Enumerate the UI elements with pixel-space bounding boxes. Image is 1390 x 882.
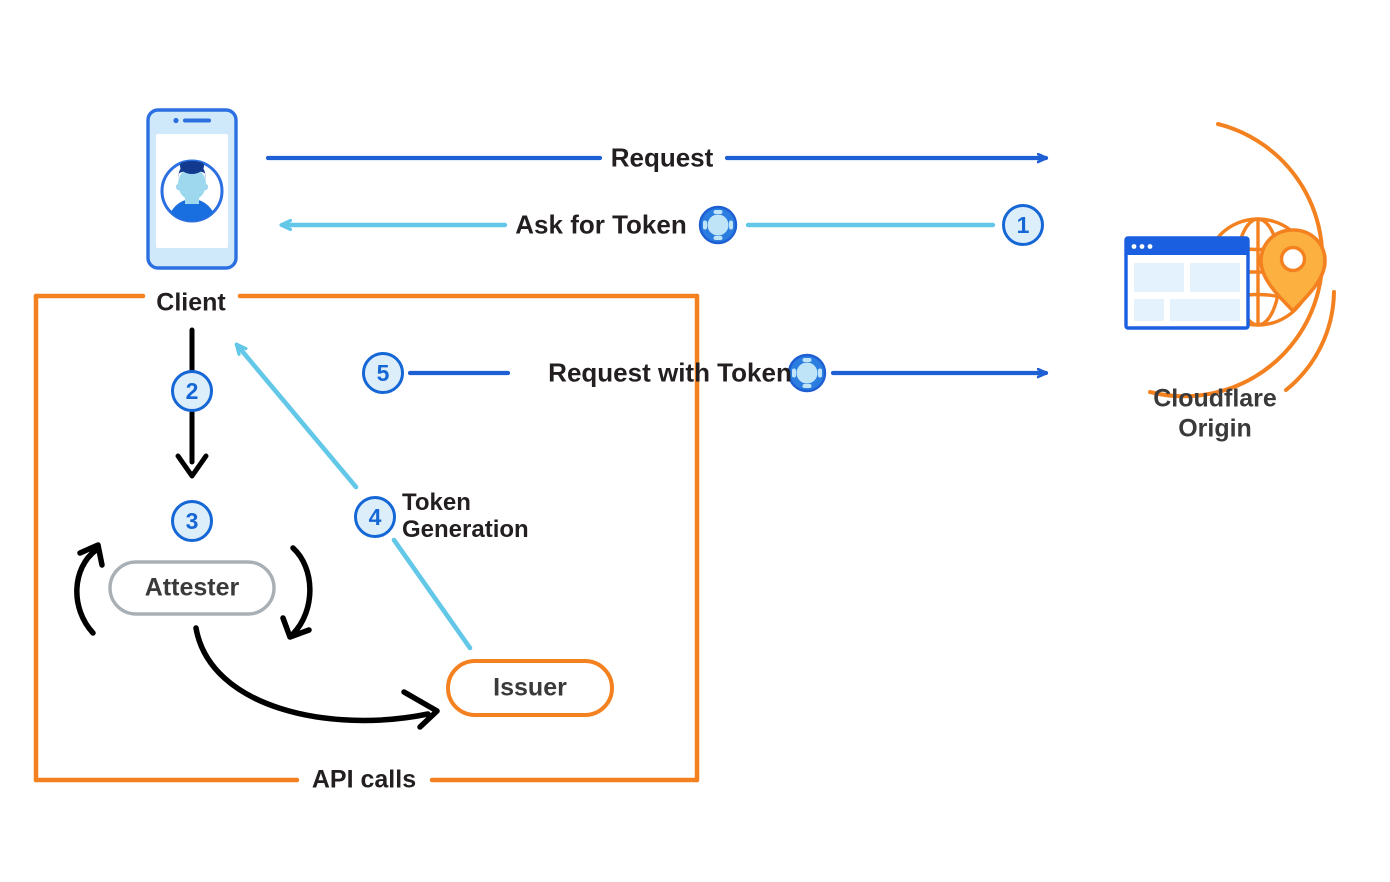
flow-label-request: Request xyxy=(610,142,714,173)
step-badge-2[interactable]: 2 xyxy=(171,370,213,412)
avatar-icon xyxy=(160,159,224,223)
browser-window-icon xyxy=(1124,236,1250,330)
node-issuer[interactable] xyxy=(446,659,614,717)
flow-client-to-attester-arrow xyxy=(175,327,209,479)
flow-attester-loop-arrows xyxy=(74,542,440,730)
node-label-cloudflare-line1: Cloudflare xyxy=(1153,384,1277,413)
flow-label-ask-for-token: Ask for Token xyxy=(515,209,687,240)
map-pin-icon xyxy=(1259,228,1327,313)
node-label-cloudflare-line2: Origin xyxy=(1178,414,1252,443)
step-badge-5[interactable]: 5 xyxy=(362,352,404,394)
node-label-attester: Attester xyxy=(144,573,240,602)
flow-label-token-generation-line1: Token xyxy=(402,488,471,516)
step-badge-3[interactable]: 3 xyxy=(171,500,213,542)
token-icon xyxy=(698,205,738,245)
api-calls-boundary xyxy=(33,293,700,783)
node-label-issuer: Issuer xyxy=(493,673,567,702)
node-attester[interactable] xyxy=(108,560,276,616)
boundary-label-client: Client xyxy=(156,288,226,317)
cloudflare-origin-badge xyxy=(1148,122,1336,399)
step-badge-4[interactable]: 4 xyxy=(354,496,396,538)
token-icon xyxy=(787,353,827,393)
flow-label-request-with-token: Request with Token xyxy=(548,357,792,388)
flow-label-token-generation-line2: Generation xyxy=(402,515,529,543)
flow-token-generation-arrow xyxy=(234,345,473,651)
boundary-label-api-calls: API calls xyxy=(311,765,417,794)
step-badge-1[interactable]: 1 xyxy=(1002,204,1044,246)
